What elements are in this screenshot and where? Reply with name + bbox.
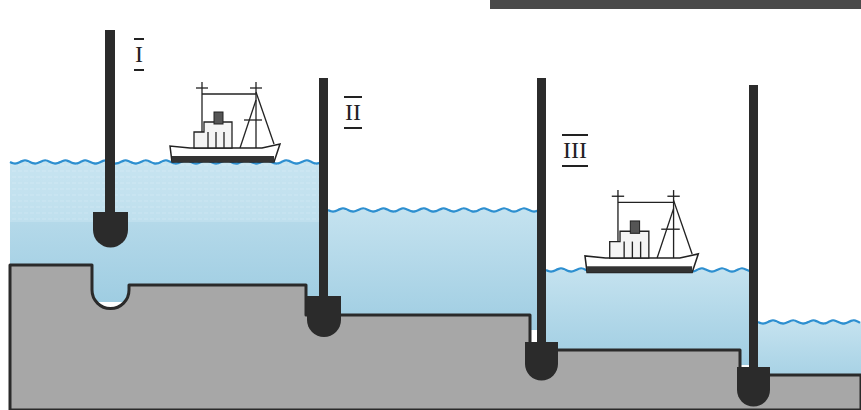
ship-rigging: [244, 119, 262, 120]
gate-foot: [307, 296, 341, 337]
gate-post: [319, 78, 328, 300]
ship-rigging: [623, 242, 624, 258]
ship-cabin: [194, 122, 232, 148]
water-chamber-1: [322, 210, 541, 330]
ship-rigging: [202, 93, 256, 94]
chamber-number: I: [134, 38, 144, 71]
ship-rigging: [240, 100, 256, 148]
gate-post: [537, 78, 546, 346]
ship-rigging: [196, 87, 208, 88]
ship-rigging: [201, 82, 202, 132]
ship-rigging: [250, 87, 262, 88]
ship-rigging: [256, 92, 274, 144]
ship-rigging: [632, 242, 633, 258]
ship-rigging: [618, 202, 674, 203]
water-surface: [10, 160, 860, 323]
ship-rigging: [674, 200, 693, 254]
ship-rigging: [661, 229, 680, 230]
photo-edge: [490, 0, 861, 9]
wave-line: [10, 160, 322, 163]
water-shine: [10, 162, 322, 222]
wave-line: [758, 320, 860, 323]
chamber-number: III: [562, 134, 588, 167]
gate-foot: [93, 212, 128, 248]
ship-waterline: [172, 156, 274, 162]
ship-rigging: [640, 242, 641, 258]
ship-waterline: [587, 266, 692, 272]
lock-gates: [93, 30, 770, 407]
gate-foot: [737, 367, 770, 407]
ship-cabin: [610, 231, 649, 258]
ship: [170, 82, 280, 162]
ship-rigging: [223, 132, 224, 148]
gate-foot: [525, 342, 558, 381]
ground: [10, 265, 861, 410]
ship-funnel: [214, 112, 223, 124]
ship-rigging: [215, 132, 216, 148]
wave-line: [328, 208, 541, 211]
chamber-number: II: [344, 96, 362, 129]
ship-rigging: [207, 132, 208, 148]
ship: [585, 190, 698, 272]
ship-funnel: [630, 221, 639, 233]
ship-rigging: [617, 190, 618, 242]
ship-rigging: [612, 196, 624, 197]
ship-rigging: [667, 196, 679, 197]
gate-post: [749, 85, 758, 370]
ship-rigging: [657, 209, 673, 258]
gate-post: [105, 30, 115, 215]
